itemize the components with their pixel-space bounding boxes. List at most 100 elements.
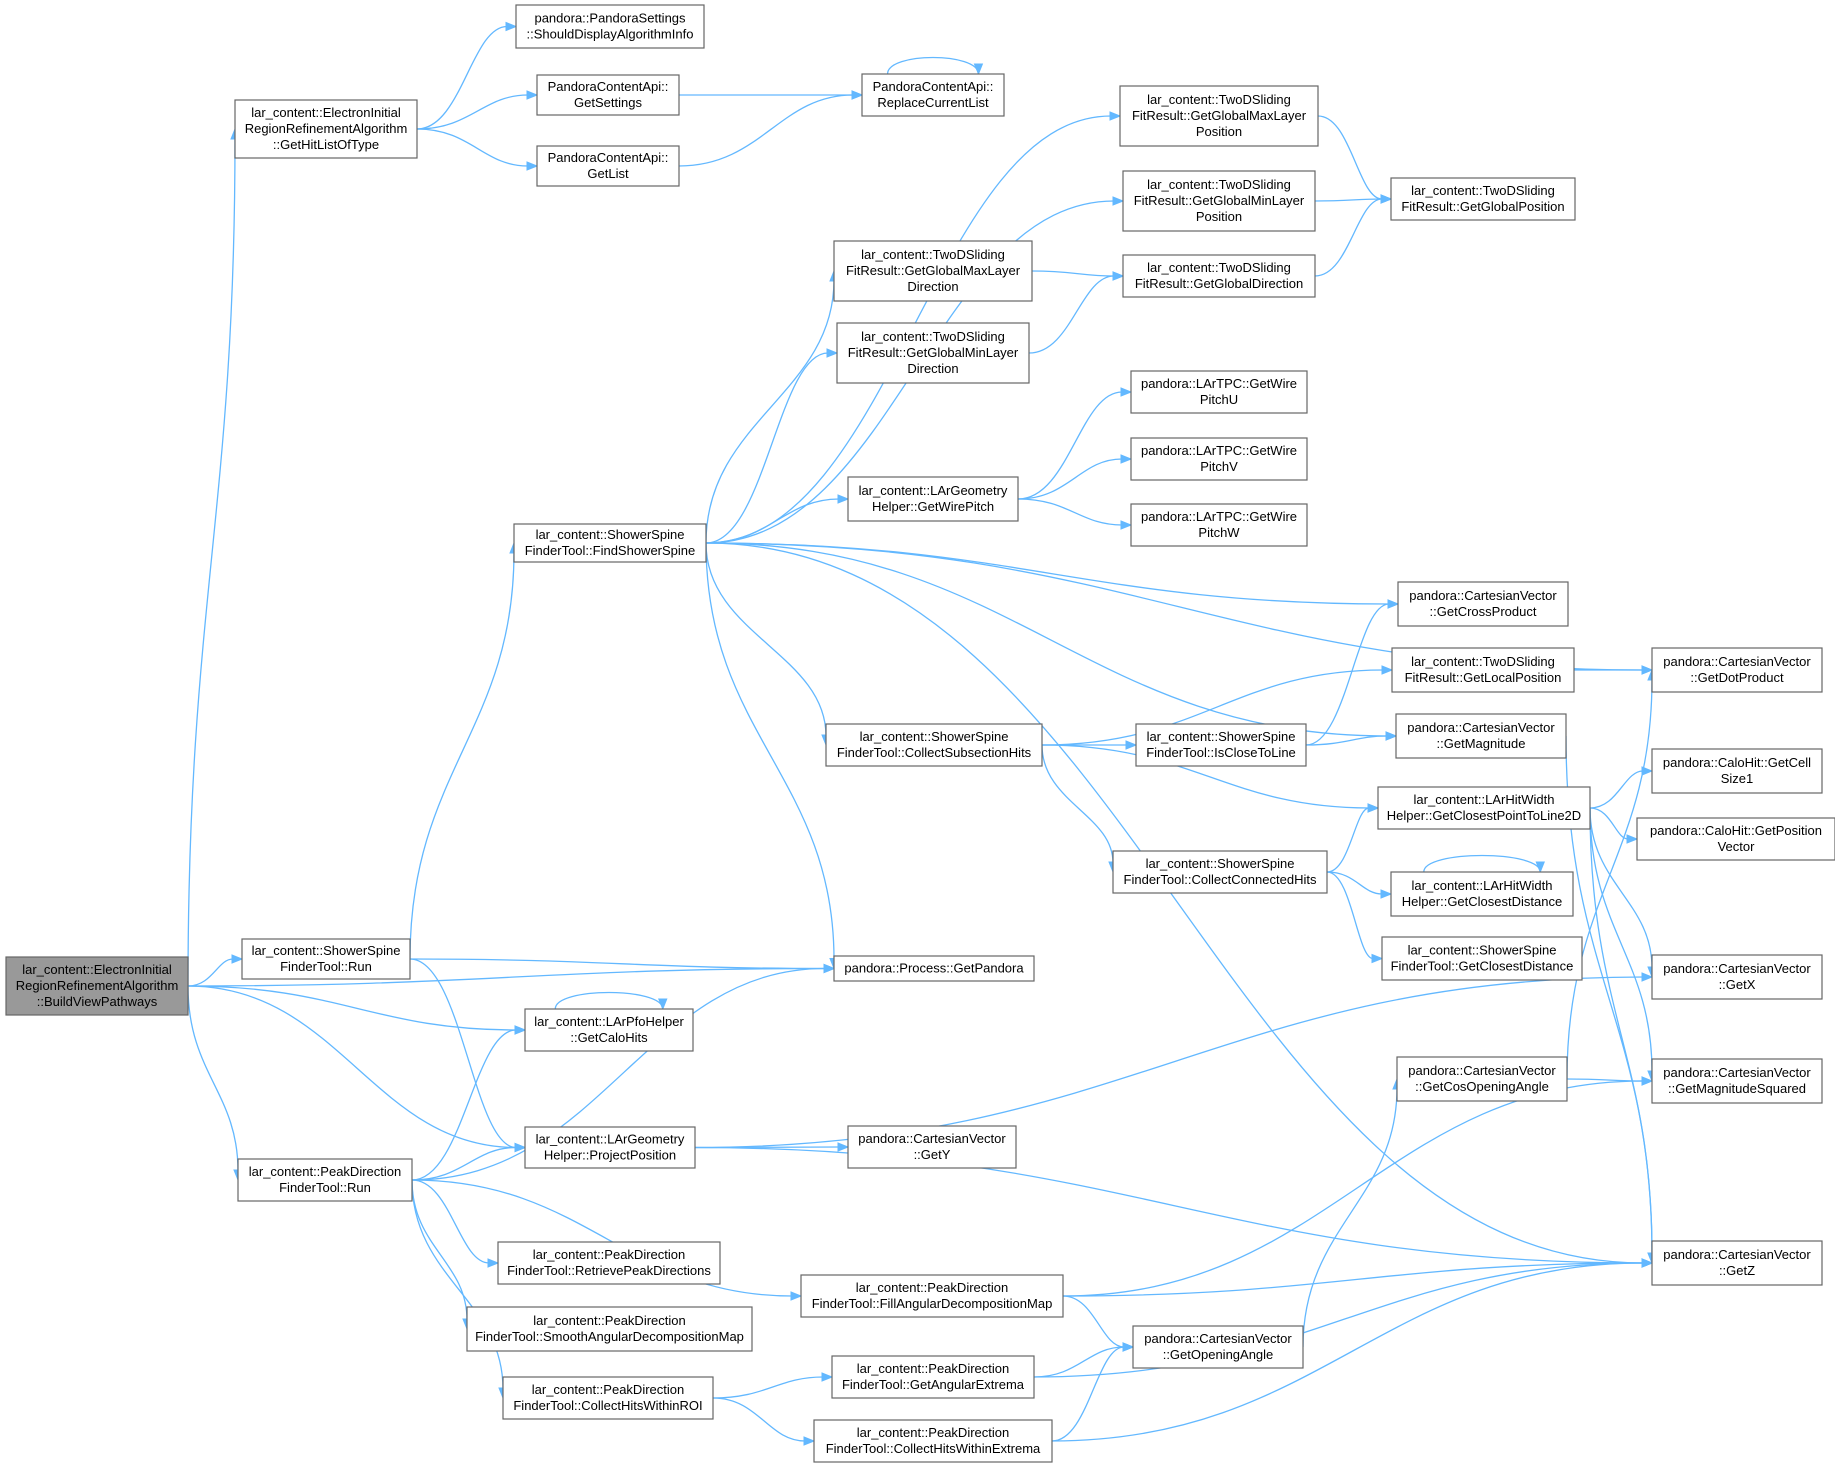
edge-line	[1305, 735, 1388, 746]
node-gpos[interactable]: lar_content::TwoDSlidingFitResult::GetGl…	[1390, 177, 1576, 221]
node-localpos[interactable]: lar_content::TwoDSlidingFitResult::GetLo…	[1391, 647, 1575, 693]
node-gmaxlayerdir[interactable]: lar_content::TwoDSlidingFitResult::GetGl…	[833, 240, 1033, 302]
node-label: lar_content::TwoDSliding	[1411, 183, 1555, 198]
node-closestpoint[interactable]: lar_content::LArHitWidthHelper::GetClose…	[1377, 786, 1591, 830]
edge-findshowerspine-to-getpandora	[705, 542, 839, 970]
node-hwclosestdist[interactable]: lar_content::LArHitWidthHelper::GetClose…	[1390, 871, 1574, 917]
node-fillangular[interactable]: lar_content::PeakDirectionFinderTool::Fi…	[800, 1274, 1064, 1318]
node-dotproduct[interactable]: pandora::CartesianVector::GetDotProduct	[1651, 647, 1823, 693]
node-box	[241, 938, 411, 980]
node-box	[847, 1125, 1017, 1169]
edge-line	[1589, 807, 1629, 840]
node-box	[1130, 437, 1308, 481]
edge-pdrun-to-smoothangular	[411, 1179, 472, 1331]
node-label: PandoraContentApi::	[873, 79, 994, 94]
edge-openingangle-to-cosopening	[1302, 1077, 1402, 1348]
edge-collectroi-to-angularextrema	[712, 1372, 834, 1399]
arrowhead	[1641, 665, 1654, 675]
node-collectsubsection[interactable]: lar_content::ShowerSpineFinderTool::Coll…	[825, 723, 1043, 767]
node-label: lar_content::TwoDSliding	[1147, 177, 1291, 192]
arrowhead	[231, 954, 244, 964]
node-getwirepitch[interactable]: lar_content::LArGeometryHelper::GetWireP…	[847, 476, 1019, 522]
node-gminlayerpos[interactable]: lar_content::TwoDSlidingFitResult::GetGl…	[1122, 170, 1316, 232]
node-gdir[interactable]: lar_content::TwoDSlidingFitResult::GetGl…	[1122, 254, 1316, 298]
node-retrievepeak[interactable]: lar_content::PeakDirectionFinderTool::Re…	[497, 1241, 721, 1285]
edge-line	[705, 542, 827, 737]
edge-line	[1589, 807, 1653, 1073]
self-loop	[554, 991, 664, 1010]
node-getcalohits[interactable]: lar_content::LArPfoHelper::GetCaloHits	[524, 1008, 694, 1052]
edge-line	[1031, 270, 1115, 277]
edge-line	[1041, 744, 1370, 809]
node-gethitlist[interactable]: lar_content::ElectronInitialRegionRefine…	[234, 99, 418, 159]
node-label: FinderTool::IsCloseToLine	[1146, 745, 1296, 760]
node-label: lar_content::ShowerSpine	[1146, 856, 1295, 871]
node-box	[237, 1158, 413, 1202]
node-label: ::BuildViewPathways	[37, 994, 158, 1009]
edge-root-to-projectpos	[187, 985, 527, 1153]
node-getz[interactable]: pandora::CartesianVector::GetZ	[1651, 1240, 1823, 1286]
node-box	[825, 723, 1043, 767]
arrowhead	[1120, 387, 1133, 397]
node-findshowerspine[interactable]: lar_content::ShowerSpineFinderTool::Find…	[513, 523, 707, 563]
edge-gmaxlayerdir-to-gdir	[1031, 270, 1125, 281]
node-smoothangular[interactable]: lar_content::PeakDirectionFinderTool::Sm…	[466, 1306, 753, 1352]
node-shoulddisplay[interactable]: pandora::PandoraSettings::ShouldDisplayA…	[515, 4, 705, 49]
node-magsquared[interactable]: pandora::CartesianVector::GetMagnitudeSq…	[1651, 1058, 1823, 1104]
node-gmaxlayerpos[interactable]: lar_content::TwoDSlidingFitResult::GetGl…	[1119, 85, 1319, 147]
node-getpandora[interactable]: pandora::Process::GetPandora	[833, 955, 1035, 982]
node-getsettings[interactable]: PandoraContentApi::GetSettings	[536, 74, 680, 116]
edge-line	[1041, 744, 1114, 864]
edge-line	[409, 958, 517, 1149]
arrowhead	[514, 1142, 527, 1153]
node-box	[833, 240, 1033, 302]
node-label: ::GetDotProduct	[1690, 670, 1784, 685]
node-getlist[interactable]: PandoraContentApi::GetList	[536, 145, 680, 187]
edge-pdrun-to-retrievepeak	[411, 1179, 500, 1268]
node-getx[interactable]: pandora::CartesianVector::GetX	[1651, 954, 1823, 1000]
node-label: FinderTool::CollectHitsWithinROI	[513, 1398, 702, 1413]
arrowhead	[1381, 665, 1394, 675]
node-root[interactable]: lar_content::ElectronInitialRegionRefine…	[5, 956, 189, 1016]
node-gminlayerdir[interactable]: lar_content::TwoDSlidingFitResult::GetGl…	[836, 322, 1030, 384]
node-label: FinderTool::FindShowerSpine	[525, 543, 696, 558]
edge-findshowerspine-to-getwirepitch	[705, 494, 850, 544]
node-label: FinderTool::CollectSubsectionHits	[837, 745, 1032, 760]
edge-line	[1017, 458, 1123, 500]
node-label: lar_content::ShowerSpine	[1147, 729, 1296, 744]
node-box	[497, 1241, 721, 1285]
node-label: ::ShouldDisplayAlgorithmInfo	[527, 27, 694, 42]
node-label: lar_content::ElectronInitial	[251, 105, 401, 120]
node-projectpos[interactable]: lar_content::LArGeometryHelper::ProjectP…	[524, 1126, 696, 1169]
node-box	[234, 99, 418, 159]
node-label: ::GetCrossProduct	[1430, 604, 1537, 619]
node-openingangle[interactable]: pandora::CartesianVector::GetOpeningAngl…	[1132, 1325, 1304, 1369]
edge-line	[1033, 1262, 1644, 1378]
edge-line	[1051, 1346, 1125, 1442]
node-gety[interactable]: pandora::CartesianVector::GetY	[847, 1125, 1017, 1169]
node-pdrun[interactable]: lar_content::PeakDirectionFinderTool::Ru…	[237, 1158, 413, 1202]
node-box	[1397, 581, 1569, 627]
node-box	[536, 74, 680, 116]
node-box	[1396, 1056, 1568, 1102]
node-angularextrema[interactable]: lar_content::PeakDirectionFinderTool::Ge…	[831, 1355, 1035, 1399]
node-crossproduct[interactable]: pandora::CartesianVector::GetCrossProduc…	[1397, 581, 1569, 627]
node-label: lar_content::LArPfoHelper	[534, 1014, 684, 1029]
node-label: lar_content::ShowerSpine	[536, 527, 685, 542]
node-replacecurrent[interactable]: PandoraContentApi::ReplaceCurrentList	[861, 73, 1005, 117]
node-collectextrema[interactable]: lar_content::PeakDirectionFinderTool::Co…	[813, 1419, 1053, 1463]
node-cosopening[interactable]: pandora::CartesianVector::GetCosOpeningA…	[1396, 1056, 1568, 1102]
node-collectconnected[interactable]: lar_content::ShowerSpineFinderTool::Coll…	[1112, 850, 1328, 894]
node-ssclosestdist[interactable]: lar_content::ShowerSpineFinderTool::GetC…	[1381, 936, 1583, 981]
edge-getwirepitch-to-wirepitchw	[1017, 498, 1133, 530]
node-magnitude[interactable]: pandora::CartesianVector::GetMagnitude	[1395, 713, 1567, 759]
node-collectroi[interactable]: lar_content::PeakDirectionFinderTool::Co…	[502, 1376, 714, 1420]
node-isclosetoline[interactable]: lar_content::ShowerSpineFinderTool::IsCl…	[1135, 723, 1307, 767]
edge-isclosetoline-to-crossproduct	[1305, 599, 1400, 746]
